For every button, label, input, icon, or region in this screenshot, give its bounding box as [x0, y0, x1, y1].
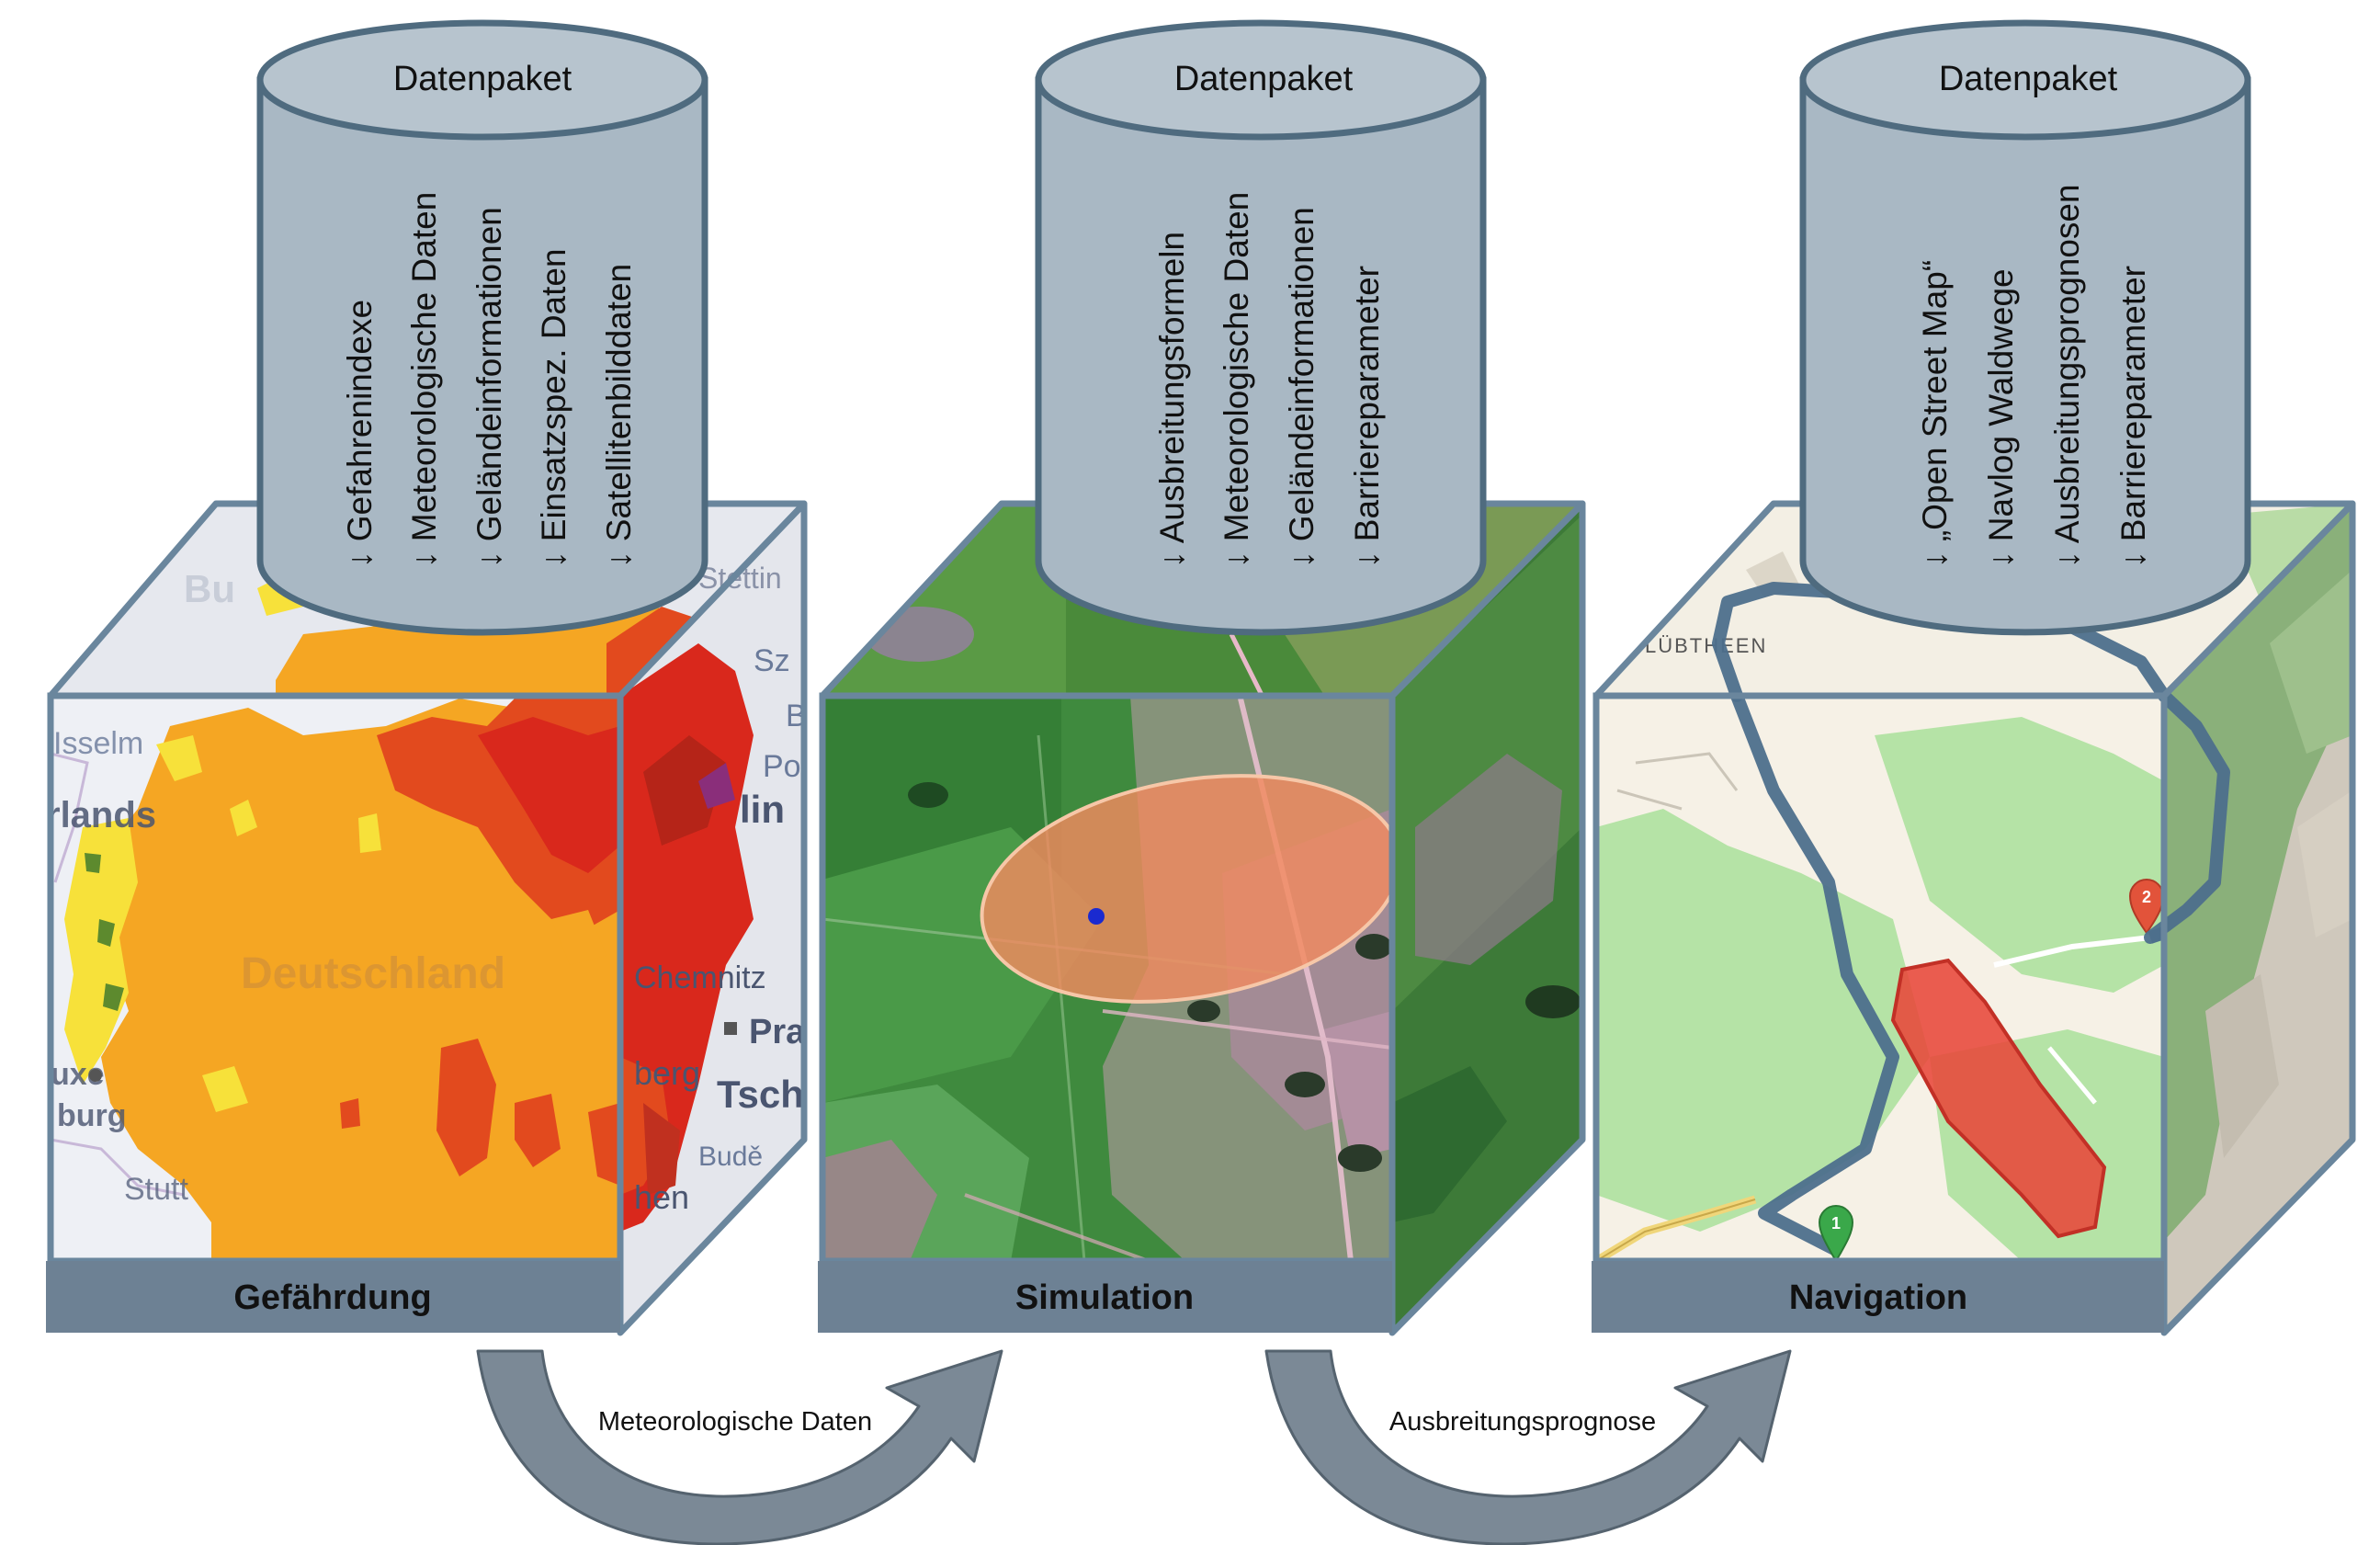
cylinder-title: Datenpaket	[1174, 60, 1354, 98]
map-label: Deutschland	[241, 949, 505, 998]
cylinder-item: ↓ Ausbreitungsprognosen	[2048, 184, 2086, 568]
flow-label: Meteorologische Daten	[598, 1407, 872, 1437]
cube-simulation: Simulation	[818, 500, 1586, 1336]
cylinder-item-list: ↓ Ausbreitungsformeln ↓ Meteorologische …	[1153, 192, 1386, 568]
cylinder-item: ↓ „Open Street Map“	[1916, 260, 1954, 568]
ignition-point	[1088, 908, 1105, 925]
navigation-route-continuation	[1712, 582, 2230, 944]
data-package-cylinder-3: Datenpaket ↓ „Open Street Map“ ↓ Navlog …	[1799, 19, 2251, 636]
flow-arrow-1: Meteorologische Daten	[476, 1349, 1003, 1545]
map-label: B	[786, 699, 807, 733]
map-label: burg	[57, 1098, 127, 1133]
cylinder-item: ↓ Ausbreitungsformeln	[1153, 232, 1191, 568]
navigation-route	[1730, 696, 1899, 1256]
map-label: Sz	[754, 643, 790, 678]
cylinder-item: ↓ Navlog Waldwege	[1982, 268, 2020, 568]
cylinder-item-list: ↓ Gefahrenindexe ↓ Meteorologische Daten…	[341, 192, 638, 568]
map-label: Pra	[749, 1013, 806, 1051]
map-label: rlands	[46, 795, 156, 835]
stage-label-navigation: Navigation	[1789, 1278, 1967, 1317]
data-package-cylinder-1: Datenpaket ↓ Gefahrenindexe ↓ Meteorolog…	[256, 19, 708, 636]
cube-front-face-danger-map: Isselm rlands Deutschland uxe burg Stutt	[46, 696, 620, 1261]
flow-label: Ausbreitungsprognose	[1389, 1407, 1656, 1437]
stage-label-simulation: Simulation	[1015, 1278, 1194, 1317]
data-package-cylinder-2: Datenpaket ↓ Ausbreitungsformeln ↓ Meteo…	[1035, 19, 1487, 636]
cylinder-item-list: ↓ „Open Street Map“ ↓ Navlog Waldwege ↓ …	[1916, 184, 2152, 568]
stage-label-gefaehrdung: Gefährdung	[233, 1278, 431, 1317]
danger-zone	[1890, 958, 2107, 1239]
cylinder-title: Datenpaket	[1939, 60, 2118, 98]
cylinder-item: ↓ Gefahrenindexe	[341, 300, 379, 568]
stage-label-bar	[818, 1261, 1392, 1333]
map-label: Po	[763, 749, 801, 784]
flow-arrow-2: Ausbreitungsprognose	[1264, 1349, 1792, 1545]
map-label: Bu	[184, 567, 235, 610]
waypoint-number: 2	[2142, 888, 2151, 906]
map-label: hen	[634, 1178, 689, 1216]
cylinder-title: Datenpaket	[393, 60, 572, 98]
cylinder-item: ↓ Meteorologische Daten	[405, 192, 443, 568]
cube-front-face-satellite-image	[822, 696, 1392, 1261]
cylinder-item: ↓ Barriereparameter	[1348, 266, 1386, 568]
cylinder-item: ↓ Geländeinformationen	[470, 207, 508, 568]
stage-label-bar	[46, 1261, 620, 1333]
cylinder-item: ↓ Meteorologische Daten	[1218, 192, 1255, 568]
map-label: Isselm	[53, 726, 143, 761]
map-label: Chemnitz	[634, 960, 766, 995]
cylinder-item: ↓ Einsatzspez. Daten	[535, 248, 572, 568]
map-label: Tsch	[717, 1073, 804, 1116]
fire-spread-area	[980, 774, 1392, 1004]
map-label: berg	[634, 1054, 700, 1092]
map-label: Budě	[698, 1142, 763, 1172]
stage-label-bar	[1592, 1261, 2164, 1333]
map-label: lin	[740, 788, 785, 831]
waypoint-marker-1[interactable]: 1	[1818, 1205, 1854, 1261]
cylinder-item: ↓ Geländeinformationen	[1283, 207, 1320, 568]
cube-front-face-street-map: 1 2	[1596, 696, 2164, 1261]
cylinder-item: ↓ Satellitenbilddaten	[600, 264, 638, 568]
map-label: Stutt	[124, 1172, 188, 1207]
cylinder-item: ↓ Barriereparameter	[2114, 266, 2152, 568]
waypoint-number: 1	[1831, 1214, 1841, 1233]
map-label-luebtheen: LÜBTHEEN	[1645, 634, 1767, 657]
cube-side-labels: Sz B Po lin Chemnitz Pra berg Tsch Budě …	[634, 643, 807, 1216]
